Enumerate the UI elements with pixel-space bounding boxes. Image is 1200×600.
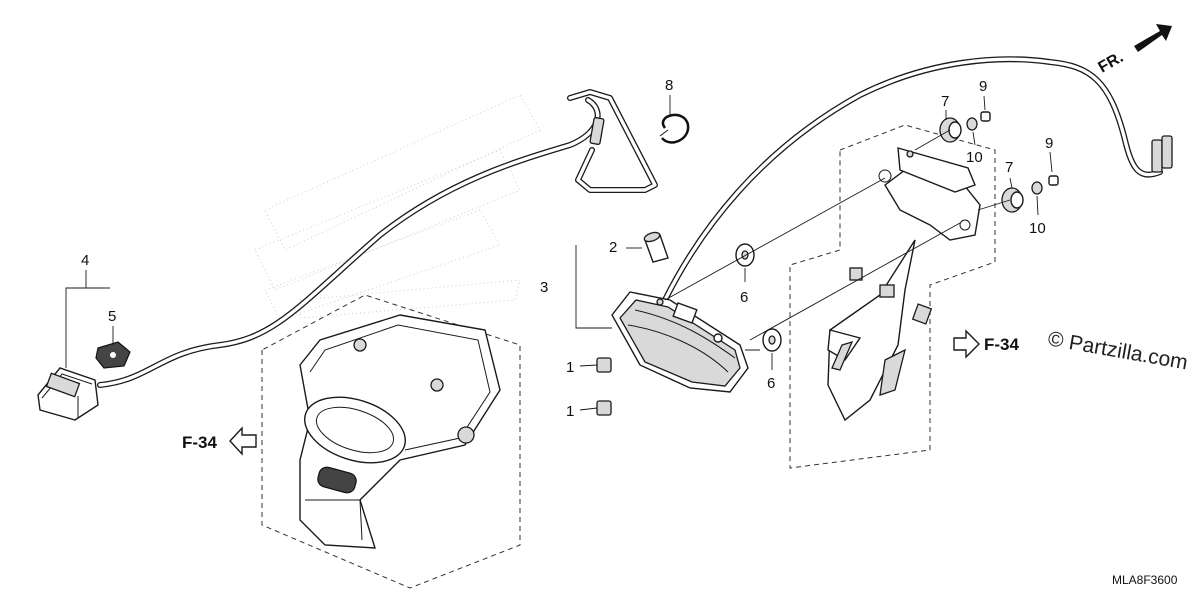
diagram-code: MLA8F3600	[1112, 573, 1178, 587]
callout-7-upper: 7	[941, 93, 949, 110]
main-wire-harness	[97, 89, 658, 388]
reference-right[interactable]: F-34	[953, 329, 1020, 359]
taillight-wire-harness	[662, 56, 1173, 303]
license-bracket	[827, 147, 981, 422]
watermark: © Partzilla.com	[1046, 327, 1189, 374]
callout-3: 3	[540, 279, 548, 296]
nut-part-9-upper[interactable]	[980, 111, 991, 122]
leader-lines	[65, 95, 1053, 411]
washer-part-6-lower[interactable]	[762, 328, 782, 352]
front-direction-arrow-icon	[1134, 24, 1172, 52]
collar-part-2[interactable]	[643, 231, 669, 263]
nut-part-1-lower[interactable]	[596, 400, 612, 416]
callout-9-upper: 9	[979, 78, 987, 95]
washer-part-10-lower[interactable]	[1031, 181, 1043, 195]
assembly-lines	[664, 129, 1011, 341]
washer-part-10-upper[interactable]	[966, 117, 978, 131]
washer-part-6-upper[interactable]	[735, 243, 755, 267]
callout-6-lower: 6	[767, 375, 775, 392]
clip-ring-part-8[interactable]	[659, 113, 690, 144]
callout-9-lower: 9	[1045, 135, 1053, 152]
callout-6-upper: 6	[740, 289, 748, 306]
clamp-part-5[interactable]	[95, 341, 131, 369]
front-direction-indicator: FR.	[1096, 24, 1172, 77]
reference-left-arrow-icon	[229, 426, 257, 456]
callout-1-upper: 1	[566, 359, 574, 376]
license-bracket-group-outline	[789, 124, 996, 469]
grommet-part-7-upper[interactable]	[939, 117, 962, 143]
reference-right-arrow-icon	[953, 329, 980, 359]
connector-part-4[interactable]	[37, 367, 99, 421]
reference-left-label: F-34	[182, 433, 218, 452]
rear-fender	[299, 314, 501, 549]
nut-part-9-lower[interactable]	[1048, 175, 1059, 186]
svg-text:FR.: FR.	[1096, 49, 1127, 77]
reference-left[interactable]: F-34	[182, 426, 257, 456]
callout-5: 5	[108, 308, 116, 325]
nut-part-1-upper[interactable]	[596, 357, 612, 373]
callout-8: 8	[665, 77, 673, 94]
rear-fender-group-outline	[261, 294, 521, 589]
reference-right-label: F-34	[984, 335, 1020, 354]
callout-2: 2	[609, 239, 617, 256]
callout-4: 4	[81, 252, 89, 269]
callout-1-lower: 1	[566, 403, 574, 420]
grommet-part-7-lower[interactable]	[1001, 187, 1024, 213]
callout-7-lower: 7	[1005, 159, 1013, 176]
faint-background-outline	[254, 94, 541, 321]
taillight-assembly-part-3[interactable]	[611, 291, 760, 393]
callout-10-upper: 10	[966, 149, 983, 166]
callout-10-lower: 10	[1029, 220, 1046, 237]
